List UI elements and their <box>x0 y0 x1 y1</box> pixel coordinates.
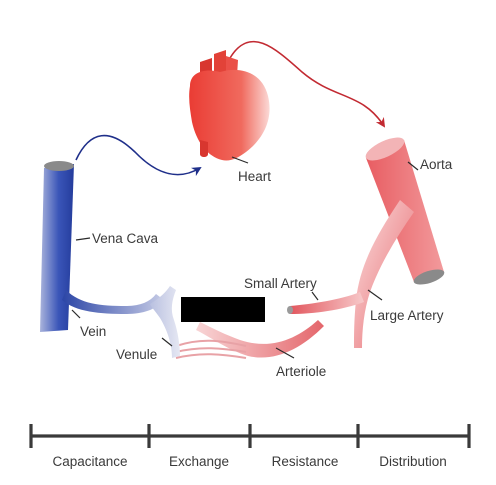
label-leader-lines <box>71 156 419 359</box>
label-small-artery: Small Artery <box>244 276 317 291</box>
vein-vessel <box>62 290 164 314</box>
redacted-label-box <box>181 297 265 322</box>
scale-label-distribution: Distribution <box>379 454 447 469</box>
venule-vessel <box>150 286 180 358</box>
small-artery-vessel <box>290 292 364 314</box>
capillaries <box>175 339 247 359</box>
label-vein: Vein <box>80 324 106 339</box>
scale-label-resistance: Resistance <box>272 454 339 469</box>
large-artery-vessel <box>354 200 414 348</box>
flow-arrow-vena-to-heart <box>75 134 202 177</box>
scale-label-capacitance: Capacitance <box>52 454 127 469</box>
label-heart: Heart <box>238 169 271 184</box>
label-large-artery: Large Artery <box>370 308 444 323</box>
label-aorta: Aorta <box>420 157 453 172</box>
label-vena-cava: Vena Cava <box>92 231 159 246</box>
label-venule: Venule <box>116 347 157 362</box>
function-scale <box>29 424 471 448</box>
label-arteriole: Arteriole <box>276 364 326 379</box>
vena-cava-vessel <box>40 161 74 332</box>
heart-icon <box>189 50 270 161</box>
arteriole-vessel <box>196 320 324 358</box>
flow-arrow-heart-to-aorta <box>229 40 386 128</box>
scale-label-exchange: Exchange <box>169 454 229 469</box>
